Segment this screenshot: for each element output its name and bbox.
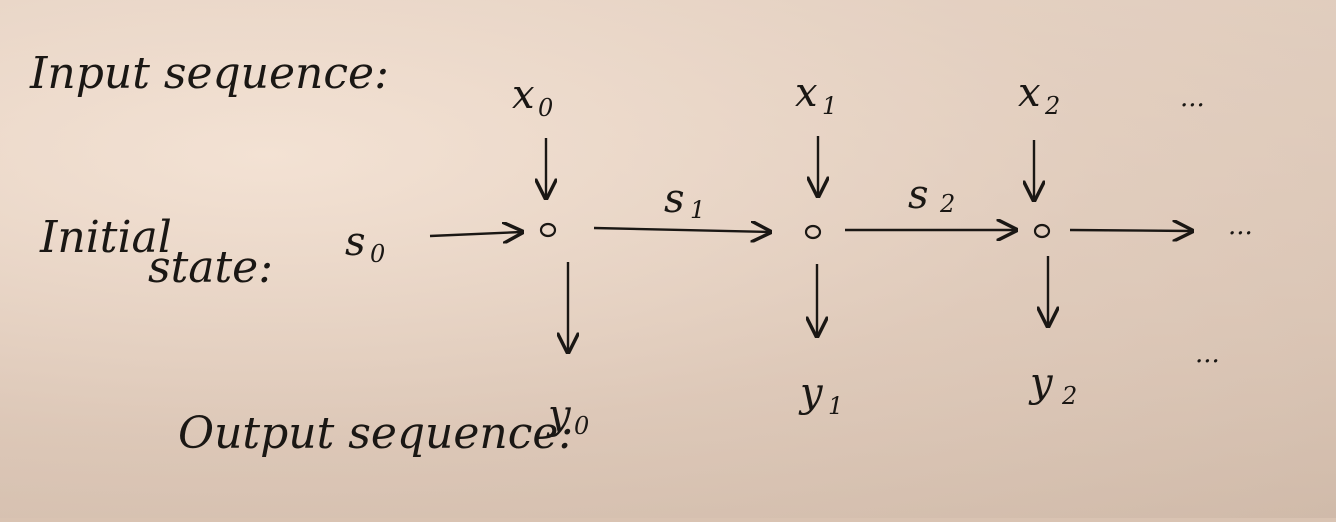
output-sequence-label: Output sequence: xyxy=(178,408,573,459)
svg-text:2: 2 xyxy=(1061,382,1077,410)
svg-text:x: x xyxy=(1018,70,1041,116)
input-x1: x 1 xyxy=(795,70,837,120)
svg-text:1: 1 xyxy=(690,196,705,224)
output-ellipsis: ... xyxy=(1195,339,1220,369)
svg-text:1: 1 xyxy=(828,392,843,420)
svg-text:0: 0 xyxy=(538,94,553,122)
output-y2: y 2 xyxy=(1028,360,1077,410)
input-x2: x 2 xyxy=(1018,70,1060,120)
node-0 xyxy=(539,222,557,238)
svg-text:2: 2 xyxy=(939,190,955,218)
svg-text:y: y xyxy=(798,370,824,416)
svg-text:s: s xyxy=(908,172,929,218)
state-s2: s 2 xyxy=(908,172,955,218)
input-sequence-label: Input sequence: xyxy=(29,48,389,99)
input-x0: x 0 xyxy=(512,72,553,122)
svg-text:x: x xyxy=(512,72,535,118)
state-arrow-0 xyxy=(429,232,522,236)
initial-state-label-line2: state: xyxy=(148,242,273,293)
state-arrow-1 xyxy=(593,228,770,232)
state-s1: s 1 xyxy=(664,176,705,224)
svg-text:0: 0 xyxy=(574,412,589,440)
svg-text:s: s xyxy=(664,176,685,222)
svg-text:x: x xyxy=(795,70,818,116)
output-y0: y 0 xyxy=(546,392,589,440)
svg-text:0: 0 xyxy=(370,240,385,268)
node-2 xyxy=(1033,223,1051,239)
input-ellipsis: ... xyxy=(1180,83,1205,113)
state-s0: s 0 xyxy=(345,219,385,268)
node-1 xyxy=(804,224,822,240)
svg-text:y: y xyxy=(1028,360,1054,406)
svg-text:2: 2 xyxy=(1044,92,1060,120)
initial-state-label-line1: Initial xyxy=(39,212,172,263)
svg-text:1: 1 xyxy=(822,92,837,120)
svg-text:y: y xyxy=(546,392,572,438)
output-y1: y 1 xyxy=(798,370,843,420)
state-ellipsis: ... xyxy=(1228,211,1253,241)
svg-text:s: s xyxy=(345,219,366,265)
state-arrow-3 xyxy=(1069,230,1192,231)
